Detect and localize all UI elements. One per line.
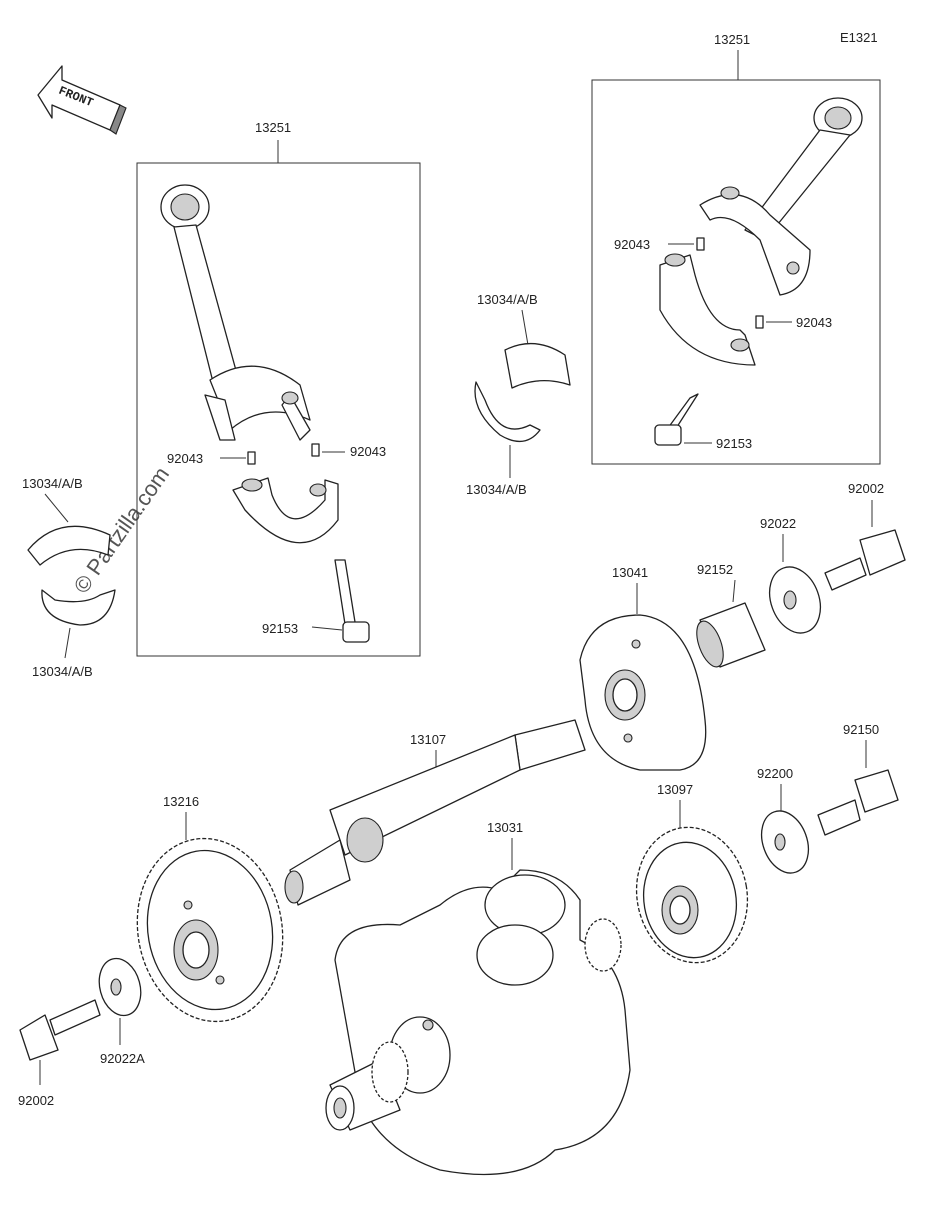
rod-bolt-right <box>654 393 699 446</box>
clutch-housing <box>579 614 707 771</box>
label-bolt-left: 92153 <box>262 621 298 636</box>
dowel-pin-left-a <box>247 451 256 465</box>
dowel-pin-left-b <box>311 443 320 457</box>
label-shaft: 13107 <box>410 732 446 747</box>
label-bolt-left-lower: 92002 <box>18 1093 54 1108</box>
label-collar: 92152 <box>697 562 733 577</box>
rod-cap-left <box>232 477 339 544</box>
label-bearing-top-mid: 13034/A/B <box>477 292 538 307</box>
label-bearing-top-left: 13034/A/B <box>22 476 83 491</box>
conrod-right-box <box>591 79 881 465</box>
dowel-pin-right-a <box>696 237 705 251</box>
washer-left <box>98 957 142 1017</box>
bearing-shell-left-lower <box>41 589 116 626</box>
bolt-upper <box>824 529 906 591</box>
label-pin-left-a: 92043 <box>167 451 203 466</box>
label-conrod-left: 13251 <box>255 120 291 135</box>
label-conrod-right: 13251 <box>714 32 750 47</box>
label-gear-right: 13097 <box>657 782 693 797</box>
label-washer-left: 92022A <box>100 1051 145 1066</box>
label-clutch-housing: 13041 <box>612 565 648 580</box>
conrod-right <box>699 97 863 296</box>
gear-right <box>635 826 749 964</box>
rod-cap-right <box>659 253 756 366</box>
label-bearing-bottom-left: 13034/A/B <box>32 664 93 679</box>
bolt-left-lower <box>19 999 101 1061</box>
diagram-code: E1321 <box>840 30 878 45</box>
bolt-right-lower <box>817 769 899 836</box>
washer-right <box>760 810 810 874</box>
label-bolt-right: 92153 <box>716 436 752 451</box>
washer-upper <box>768 566 822 634</box>
crankshaft <box>325 869 631 1176</box>
front-arrow-icon: FRONT <box>37 65 127 135</box>
label-pin-right-b: 92043 <box>796 315 832 330</box>
label-bolt-upper: 92002 <box>848 481 884 496</box>
rod-bolt-left <box>334 559 370 643</box>
label-bolt-right-lower: 92150 <box>843 722 879 737</box>
label-pin-right-a: 92043 <box>614 237 650 252</box>
label-washer-right: 92200 <box>757 766 793 781</box>
label-washer-upper: 92022 <box>760 516 796 531</box>
label-pin-left-b: 92043 <box>350 444 386 459</box>
bearing-shell-mid-upper <box>504 342 571 389</box>
bearing-shell-mid-lower <box>474 381 541 442</box>
dowel-pin-right-b <box>755 315 764 329</box>
label-crankshaft: 13031 <box>487 820 523 835</box>
label-gear-left: 13216 <box>163 794 199 809</box>
label-bearing-bottom-mid: 13034/A/B <box>466 482 527 497</box>
shaft <box>284 719 586 906</box>
bearing-shell-left-upper <box>27 525 111 566</box>
collar <box>696 602 766 668</box>
gear-left <box>136 837 284 1023</box>
conrod-left <box>160 184 311 441</box>
